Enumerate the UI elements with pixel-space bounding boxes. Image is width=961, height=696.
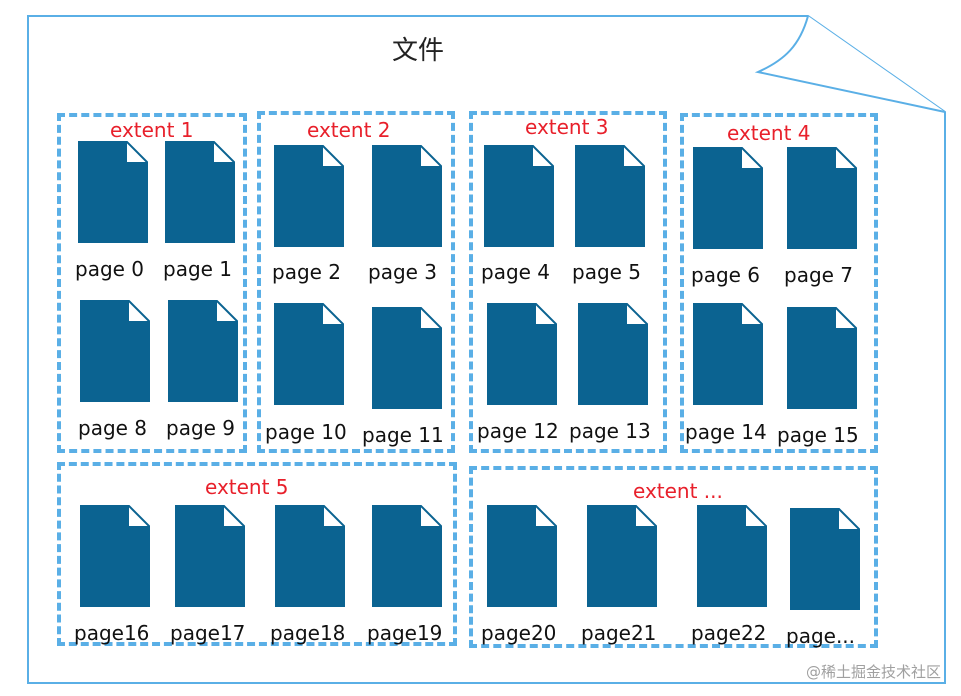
page-icon [790, 508, 860, 610]
page-icon [372, 505, 442, 607]
page-icon [787, 307, 857, 409]
page-label: page 14 [685, 420, 767, 444]
file-title: 文件 [392, 36, 445, 66]
extent-label: extent 1 [110, 118, 194, 142]
extent-label: extent 5 [205, 475, 289, 499]
extent-box [257, 111, 455, 453]
page-icon [484, 145, 554, 247]
page-label: page 15 [777, 423, 859, 447]
extent-label: extent 2 [307, 118, 391, 142]
page-icon [693, 147, 763, 249]
page-label: page 5 [572, 260, 642, 284]
extent-box [469, 466, 878, 648]
page-icon [697, 505, 767, 607]
page-icon [487, 505, 557, 607]
page-icon [787, 147, 857, 249]
page-icon [168, 300, 238, 402]
page-label: page 11 [362, 423, 444, 447]
page-label: page16 [74, 621, 150, 645]
page-label: page 7 [784, 263, 854, 287]
page-label: page18 [270, 621, 346, 645]
page-label: page 8 [78, 416, 148, 440]
page-icon [165, 141, 235, 243]
page-label: page20 [481, 621, 557, 645]
extent-box [680, 113, 878, 453]
page-label: page 1 [163, 257, 233, 281]
page-label: page 2 [272, 260, 342, 284]
page-label: page 13 [569, 419, 651, 443]
page-icon [372, 307, 442, 409]
page-icon [275, 505, 345, 607]
page-label: page 0 [75, 257, 145, 281]
page-icon [274, 145, 344, 247]
extent-label: extent 3 [525, 115, 609, 139]
page-label: page19 [367, 621, 443, 645]
extent-box [469, 111, 667, 453]
page-label: page 10 [265, 420, 347, 444]
page-icon [372, 145, 442, 247]
page-icon [587, 505, 657, 607]
page-icon [693, 303, 763, 405]
page-icon [175, 505, 245, 607]
page-icon [487, 303, 557, 405]
page-label: page17 [170, 621, 246, 645]
page-label: page 12 [477, 419, 559, 443]
extent-label: extent ... [633, 479, 723, 503]
extent-label: extent 4 [727, 121, 811, 145]
page-icon [80, 300, 150, 402]
page-icon [274, 303, 344, 405]
page-label: page 6 [691, 263, 761, 287]
extent-box [57, 113, 247, 453]
page-label: page 3 [368, 260, 438, 284]
page-icon [80, 505, 150, 607]
page-label: page 4 [481, 260, 551, 284]
page-label: page 9 [166, 416, 236, 440]
page-label: page22 [691, 621, 767, 645]
page-icon [575, 145, 645, 247]
page-icon [78, 141, 148, 243]
page-label: page21 [581, 621, 657, 645]
page-icon [578, 303, 648, 405]
extent-box [57, 462, 457, 646]
watermark: @稀土掘金技术社区 [805, 663, 941, 681]
page-label: page... [786, 624, 856, 648]
